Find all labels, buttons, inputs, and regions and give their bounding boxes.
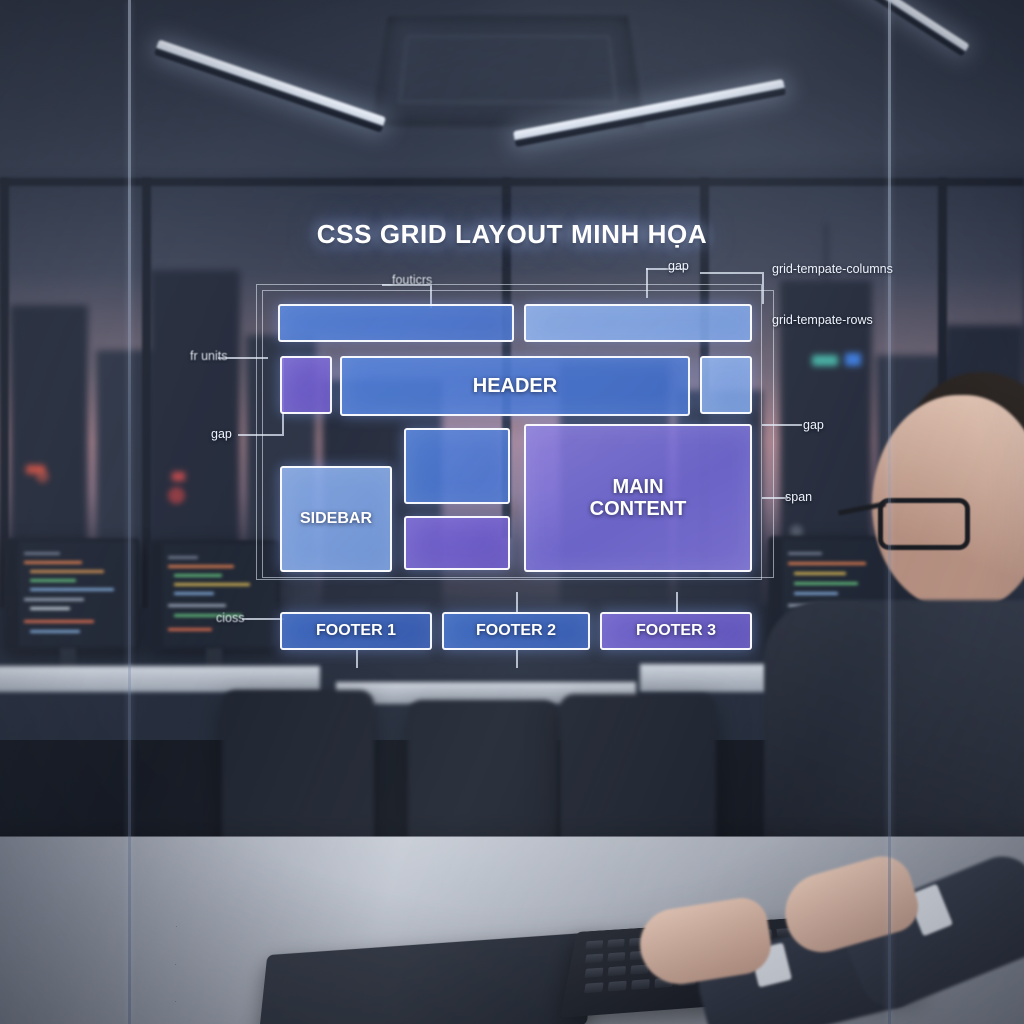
background-monitor [4, 538, 140, 650]
ceiling-light-strip [815, 0, 970, 57]
eyeglasses [878, 498, 970, 550]
glass-seam [888, 0, 891, 1024]
glass-seam [128, 0, 131, 1024]
ceiling-light-strip [153, 39, 387, 133]
background-monitor [148, 540, 280, 650]
ceiling-vent [369, 14, 647, 129]
